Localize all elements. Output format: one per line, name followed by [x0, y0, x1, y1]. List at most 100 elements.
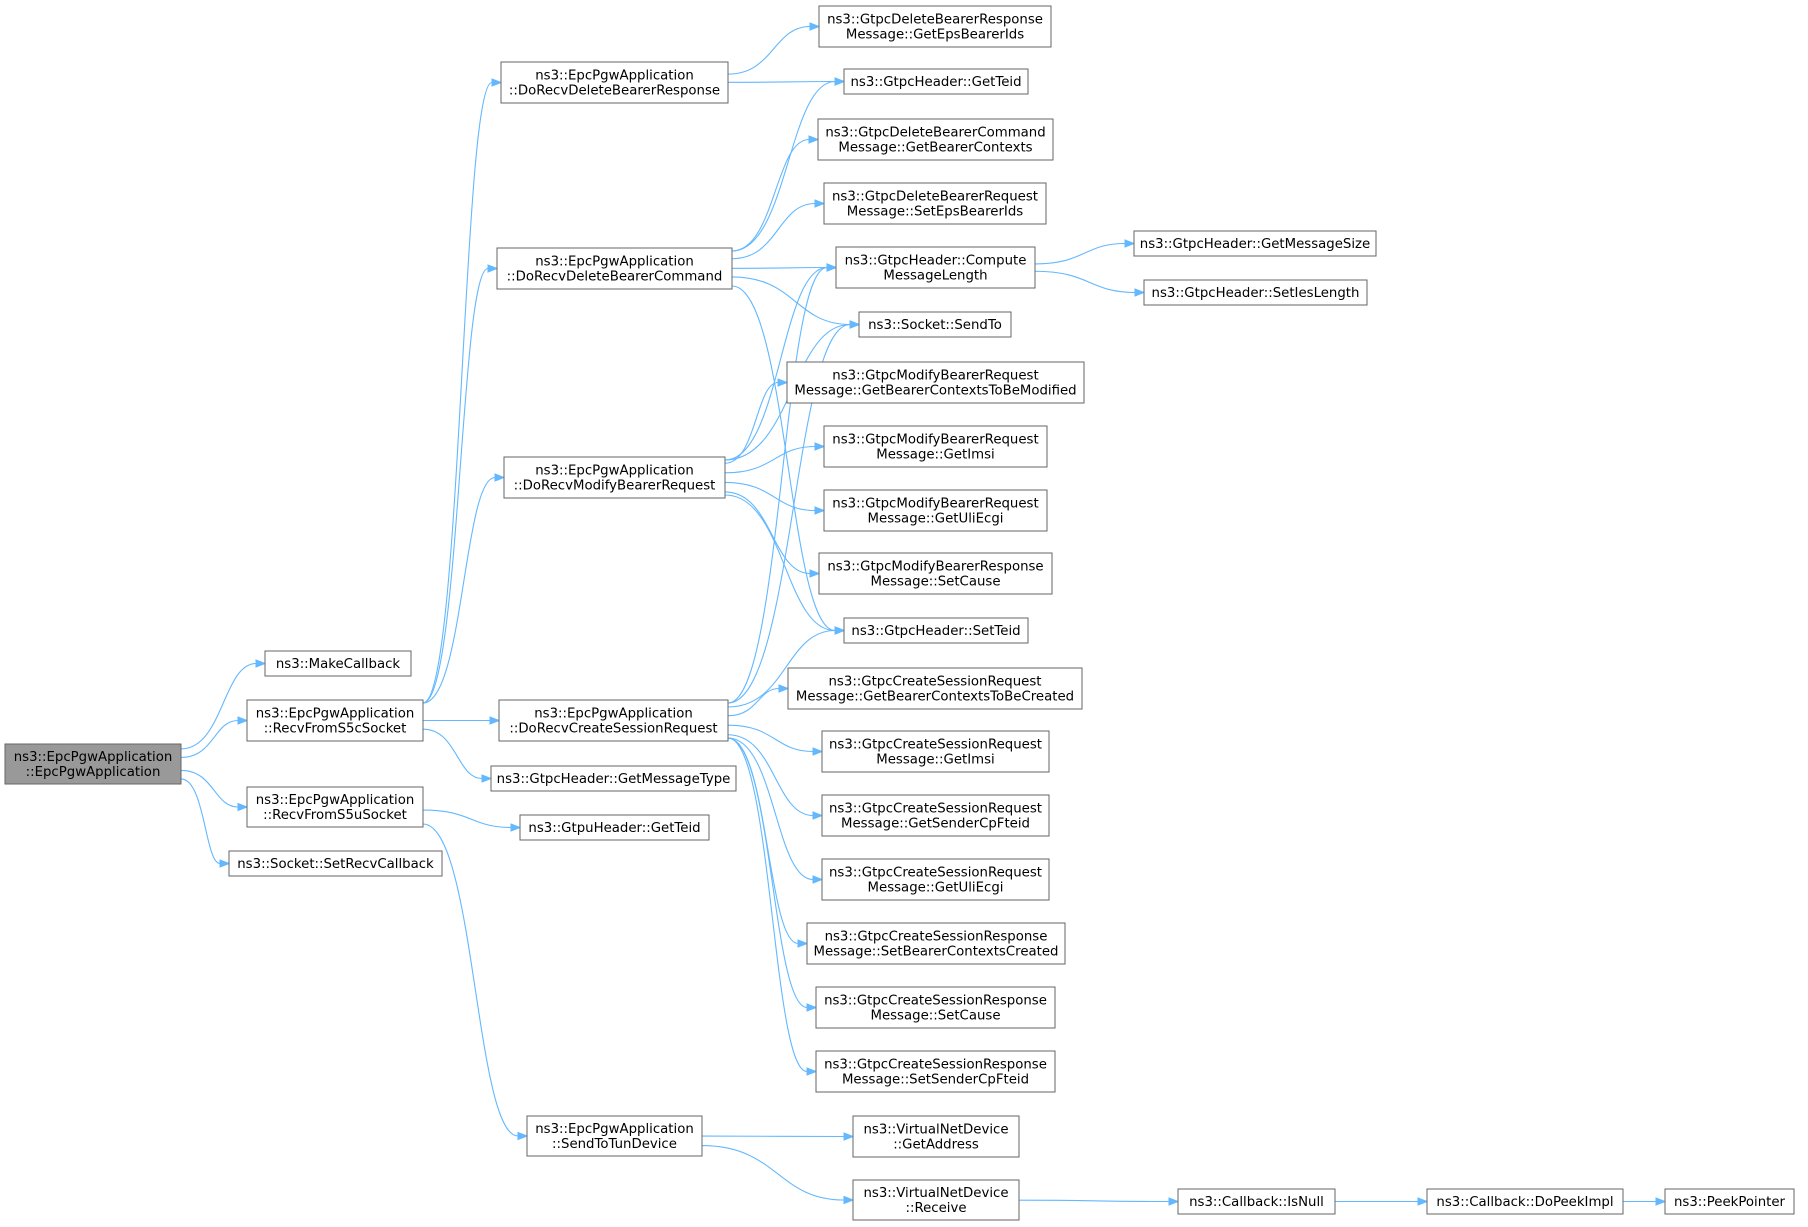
edge-line: [701, 1145, 845, 1201]
node-label: Message::GetImsi: [876, 753, 994, 768]
node-label: ns3::EpcPgwApplication: [535, 255, 694, 270]
node-label: ns3::Socket::SetRecvCallback: [237, 857, 434, 872]
node-peekPtr[interactable]: ns3::PeekPointer: [1664, 1188, 1795, 1215]
node-setrecvcb[interactable]: ns3::Socket::SetRecvCallback: [228, 850, 443, 877]
nodes-layer: ns3::EpcPgwApplication::EpcPgwApplicatio…: [4, 5, 1795, 1221]
edge-line: [731, 80, 836, 252]
node-label: ns3::EpcPgwApplication: [256, 793, 415, 808]
node-label: ::GetAddress: [893, 1138, 979, 1153]
edge-arrowhead: [812, 747, 824, 756]
edge-line: [727, 687, 780, 717]
node-sendTun[interactable]: ns3::EpcPgwApplication::SendToTunDevice: [526, 1115, 703, 1157]
node-box: [815, 986, 1056, 1029]
node-setTeid[interactable]: ns3::GtpcHeader::SetTeid: [843, 617, 1029, 644]
node-getMsgType[interactable]: ns3::GtpcHeader::GetMessageType: [490, 765, 737, 792]
node-createReq[interactable]: ns3::EpcPgwApplication::DoRecvCreateSess…: [498, 699, 729, 742]
node-box: [818, 5, 1052, 48]
node-modReq[interactable]: ns3::EpcPgwApplication::DoRecvModifyBear…: [503, 456, 726, 499]
node-box: [490, 765, 737, 792]
edge-line: [727, 323, 851, 704]
edge-root-to-recvS5c: [180, 716, 249, 759]
node-label: ::DoRecvDeleteBearerCommand: [507, 270, 723, 285]
node-label: ns3::GtpcCreateSessionRequest: [829, 675, 1042, 690]
node-box: [806, 922, 1066, 965]
node-csFteid[interactable]: ns3::GtpcCreateSessionRequestMessage::Ge…: [821, 794, 1050, 837]
edge-arrowhead: [814, 199, 826, 208]
node-delReqEps[interactable]: ns3::GtpcDeleteBearerRequestMessage::Set…: [823, 182, 1047, 225]
node-label: ns3::GtpcCreateSessionRequest: [829, 866, 1042, 881]
edge-modReq-to-modRespCause: [724, 491, 821, 578]
edge-arrowhead: [1417, 1197, 1429, 1206]
node-csUli[interactable]: ns3::GtpcCreateSessionRequestMessage::Ge…: [821, 858, 1050, 901]
node-box: [1143, 279, 1368, 306]
node-recvS5c[interactable]: ns3::EpcPgwApplication::RecvFromS5cSocke…: [246, 699, 424, 742]
node-vndRecv[interactable]: ns3::VirtualNetDevice::Receive: [852, 1179, 1020, 1221]
edge-line: [724, 481, 816, 512]
node-csImsi[interactable]: ns3::GtpcCreateSessionRequestMessage::Ge…: [821, 730, 1050, 773]
node-label: ns3::GtpuHeader::GetTeid: [528, 821, 700, 836]
node-label: ::SendToTunDevice: [552, 1137, 677, 1152]
edge-recvS5c-to-createReq: [423, 716, 501, 725]
edge-line: [1034, 270, 1136, 294]
node-modRespCause[interactable]: ns3::GtpcModifyBearerResponseMessage::Se…: [818, 552, 1053, 595]
node-box: [498, 699, 729, 742]
node-label: ns3::GtpcModifyBearerResponse: [827, 560, 1043, 575]
edge-arrowhead: [777, 378, 789, 387]
node-box: [526, 1115, 703, 1157]
node-label: ns3::GtpcCreateSessionResponse: [825, 930, 1048, 945]
edge-line: [727, 737, 814, 881]
edge-arrowhead: [826, 263, 838, 272]
node-delCmdCtx[interactable]: ns3::GtpcDeleteBearerCommandMessage::Get…: [817, 118, 1054, 161]
edge-recvS5c-to-delResp: [422, 78, 503, 704]
node-box: [228, 850, 443, 877]
node-delRespEps[interactable]: ns3::GtpcDeleteBearerResponseMessage::Ge…: [818, 5, 1052, 48]
edge-arrowhead: [489, 716, 501, 725]
node-csrCtx[interactable]: ns3::GtpcCreateSessionResponseMessage::S…: [806, 922, 1066, 965]
edge-arrowhead: [219, 859, 231, 868]
node-recvS5u[interactable]: ns3::EpcPgwApplication::RecvFromS5uSocke…: [246, 786, 424, 828]
node-isNull[interactable]: ns3::Callback::IsNull: [1177, 1188, 1336, 1215]
node-getMsgSize[interactable]: ns3::GtpcHeader::GetMessageSize: [1133, 230, 1377, 257]
node-root[interactable]: ns3::EpcPgwApplication::EpcPgwApplicatio…: [4, 743, 182, 785]
edge-createReq-to-csrCtx: [727, 737, 809, 948]
node-label: Message::SetEpsBearerIds: [847, 205, 1023, 220]
node-modUli[interactable]: ns3::GtpcModifyBearerRequestMessage::Get…: [823, 489, 1048, 532]
node-modCtx[interactable]: ns3::GtpcModifyBearerRequestMessage::Get…: [786, 361, 1085, 404]
edge-line: [724, 491, 811, 575]
edge-line: [727, 629, 836, 708]
node-csCtx[interactable]: ns3::GtpcCreateSessionRequestMessage::Ge…: [787, 667, 1083, 710]
node-box: [843, 617, 1029, 644]
node-label: Message::GetBearerContextsToBeCreated: [796, 690, 1074, 705]
node-makecb[interactable]: ns3::MakeCallback: [264, 650, 412, 677]
edge-root-to-setrecvcb: [180, 778, 231, 868]
node-label: Message::GetUliEcgi: [868, 512, 1004, 527]
node-label: Message::SetCause: [870, 575, 1000, 590]
edge-arrowhead: [806, 1003, 818, 1012]
node-vndAddr[interactable]: ns3::VirtualNetDevice::GetAddress: [852, 1115, 1020, 1158]
edge-arrowhead: [237, 716, 249, 725]
node-delCmd[interactable]: ns3::EpcPgwApplication::DoRecvDeleteBear…: [496, 247, 733, 290]
node-csrCause[interactable]: ns3::GtpcCreateSessionResponseMessage::S…: [815, 986, 1056, 1029]
edge-createReq-to-csImsi: [727, 724, 824, 756]
node-box: [4, 743, 182, 785]
node-box: [786, 361, 1085, 404]
edge-createReq-to-sendto: [727, 320, 861, 704]
node-gtpuTeid[interactable]: ns3::GtpuHeader::GetTeid: [519, 814, 710, 841]
node-label: Message::GetImsi: [876, 448, 994, 463]
node-label: Message::SetBearerContextsCreated: [814, 945, 1059, 960]
node-csrFteid[interactable]: ns3::GtpcCreateSessionResponseMessage::S…: [815, 1050, 1056, 1093]
edge-arrowhead: [812, 811, 824, 820]
node-modImsi[interactable]: ns3::GtpcModifyBearerRequestMessage::Get…: [823, 425, 1048, 468]
node-delResp[interactable]: ns3::EpcPgwApplication::DoRecvDeleteBear…: [500, 61, 729, 104]
node-setIesLen[interactable]: ns3::GtpcHeader::SetIesLength: [1143, 279, 1368, 306]
edge-arrowhead: [1168, 1197, 1180, 1206]
node-box: [1177, 1188, 1336, 1215]
node-sendto[interactable]: ns3::Socket::SendTo: [858, 311, 1012, 338]
node-doPeek[interactable]: ns3::Callback::DoPeekImpl: [1426, 1188, 1624, 1215]
node-box: [821, 858, 1050, 901]
edge-line: [731, 276, 851, 326]
node-getTeid[interactable]: ns3::GtpcHeader::GetTeid: [843, 68, 1029, 95]
edge-arrowhead: [1655, 1197, 1667, 1206]
node-box: [1664, 1188, 1795, 1215]
